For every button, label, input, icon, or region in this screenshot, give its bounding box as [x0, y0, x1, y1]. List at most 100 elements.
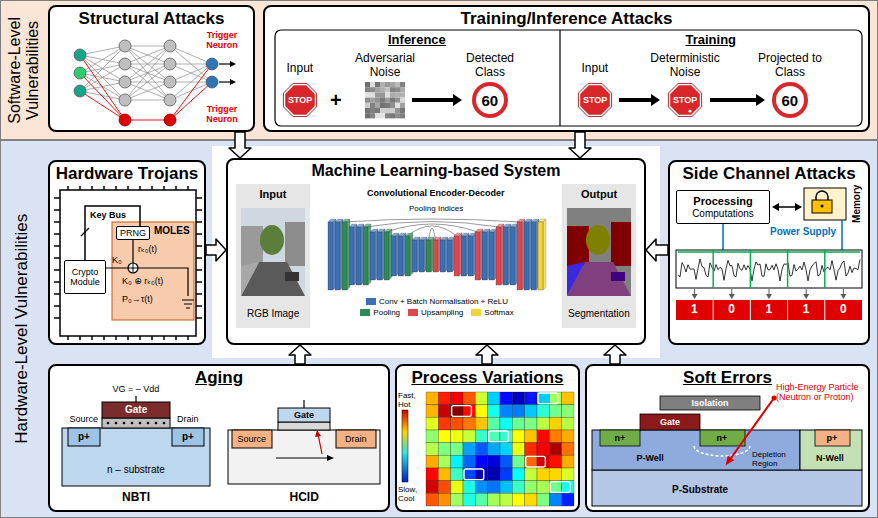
signal-name: P₀→τ(t) [122, 294, 153, 304]
traffic-sign-part [380, 87, 385, 92]
side-channel-illustration-part-part [678, 259, 860, 281]
neural-network-part [119, 114, 131, 126]
heatmap-part-part [525, 405, 537, 418]
hcid-transistor-part [232, 430, 272, 448]
hcid-transistor-part [278, 422, 330, 430]
heatmap-part-part [549, 405, 561, 418]
text-stack: Structural Attacks [50, 9, 253, 29]
traffic-sign-part [365, 92, 370, 97]
heatmap-part-part [512, 481, 524, 494]
segnet-illustration-part-part [440, 240, 445, 272]
heatmap [402, 392, 574, 506]
hcid-transistor-part [327, 455, 334, 461]
box-text: Computations [692, 208, 754, 220]
region-label: Gate [294, 410, 314, 420]
region-label: n – substrate [107, 464, 165, 476]
segnet-illustration-part-part [489, 232, 494, 280]
traffic-sign-part [385, 108, 390, 113]
traffic-sign-part [375, 113, 380, 118]
traffic-sign-part [578, 83, 611, 116]
trojan-chip-part [139, 186, 141, 190]
segnet-illustration-part [285, 222, 305, 266]
side-channel-illustration-part-part [824, 300, 825, 320]
sign-text: 60 [782, 92, 799, 109]
region-label: p+ [182, 431, 194, 443]
heatmap-part-part [452, 406, 472, 417]
text-stack: Machine Learning-based System [228, 162, 644, 180]
side-channel-illustration-part-part [787, 250, 789, 288]
scale-label: Slow, Cool [398, 485, 424, 503]
heatmap-part-part [512, 392, 524, 405]
segnet-illustration-part-part [356, 227, 361, 285]
heatmap-part-part [488, 443, 500, 456]
heatmap-part-part [512, 468, 524, 481]
segnet-illustration-part-part [461, 236, 466, 276]
side-channel-illustration-part-part [713, 300, 714, 320]
soft-error-cross-section-part [800, 430, 862, 470]
heatmap-part-part [426, 405, 438, 418]
soft-error-cross-section-part [660, 396, 760, 410]
neural-network-part [119, 58, 131, 70]
heatmap-part-part [500, 493, 512, 506]
heatmap-part-part [488, 481, 500, 494]
heatmap-part-part [562, 443, 574, 456]
traffic-sign-part [370, 98, 375, 103]
traffic-sign-part [390, 103, 395, 108]
trojan-chip-part [139, 336, 141, 340]
heatmap-part-part [537, 455, 549, 468]
neural-network-part [164, 114, 176, 126]
text-stack: Crypto Module [65, 261, 105, 293]
traffic-sign-part [395, 82, 400, 87]
segnet-illustration-part [260, 225, 284, 255]
box-title: Structural Attacks [50, 9, 253, 29]
heatmap-part-part [451, 493, 463, 506]
heatmap-part-part [562, 493, 574, 506]
traffic-sign-part [395, 108, 400, 113]
trojan-chip-part [54, 197, 60, 199]
heatmap-part-part [475, 481, 487, 494]
neural-network-part [206, 76, 218, 88]
region-label: Depletion Region [752, 450, 798, 468]
traffic-sign-part [395, 103, 400, 108]
heatmap-part-part [538, 393, 558, 404]
heatmap-part-part [512, 443, 524, 456]
region-label: Gate [125, 404, 147, 416]
box-text: PRNG [120, 228, 146, 238]
block-name: MOLES [154, 225, 190, 237]
legend-swatch [471, 309, 481, 316]
traffic-sign-part [390, 98, 395, 103]
traffic-sign-part [400, 113, 405, 118]
traffic-sign-part [385, 98, 390, 103]
step-label: Deterministic Noise [643, 52, 728, 80]
trojan-chip-part [54, 233, 60, 235]
legend-text: Pooling [373, 308, 400, 317]
traffic-sign-part [400, 98, 405, 103]
heatmap-part [426, 392, 574, 506]
nbti-transistor-part-part [163, 422, 166, 425]
traffic-sign-part [365, 98, 370, 103]
heatmap-part-part [525, 468, 537, 481]
region-label: Isolation [692, 398, 729, 408]
figure-caption: HCID [290, 491, 319, 505]
segnet-illustration-part [241, 226, 263, 266]
heatmap-part-part [438, 430, 450, 443]
heatmap-part-part [537, 443, 549, 456]
nbti-transistor-part-part [115, 422, 118, 425]
hcid-transistor-part [228, 430, 380, 484]
heatmap-part-part [463, 392, 475, 405]
heatmap-part-part [537, 417, 549, 430]
trojan-chip-part [196, 233, 202, 235]
segnet-illustration-part-part [412, 240, 417, 272]
heatmap-part-part [426, 481, 438, 494]
traffic-sign-part [395, 113, 400, 118]
hcid-transistor-part [336, 430, 376, 448]
trojan-chip-part [54, 269, 60, 271]
traffic-sign-part [772, 82, 808, 118]
voltage-label: VG = – Vdd [113, 384, 160, 394]
region-label: n+ [717, 433, 728, 443]
traffic-sign-part [380, 98, 385, 103]
heatmap-part-part [475, 468, 487, 481]
heatmap-part-part [489, 431, 509, 442]
legend-item: Softmax [471, 308, 513, 317]
trojan-chip-part [91, 336, 93, 340]
